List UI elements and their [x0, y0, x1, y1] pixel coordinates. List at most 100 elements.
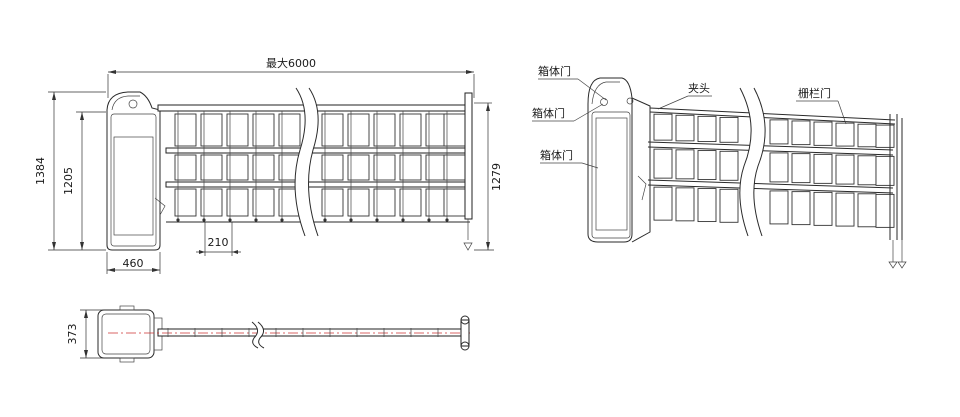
persp-panel [813, 153, 833, 184]
top-view: 373 [66, 305, 470, 363]
grid-panel [174, 113, 197, 147]
callout-box-door-mid: 箱体门 [532, 103, 604, 122]
post-foot [176, 218, 180, 222]
post-foot [280, 218, 284, 222]
grid-panel [252, 154, 275, 181]
dim-height-fence: 1279 [474, 103, 503, 251]
grid-panel [226, 188, 249, 217]
callout-fence-door: 栅栏门 [796, 86, 847, 125]
persp-panel [813, 121, 833, 146]
grid-panel [399, 154, 422, 181]
callout-box-door-mid-text: 箱体门 [532, 106, 565, 120]
end-wheels [460, 315, 470, 351]
callout-box-door-top-text: 箱体门 [538, 64, 571, 78]
grid-panel [226, 113, 249, 147]
post-foot [427, 218, 431, 222]
break-line-front [294, 87, 319, 237]
persp-panel [813, 191, 833, 226]
cabinet-top [97, 305, 163, 363]
dim-box-width: 460 [106, 252, 161, 274]
post-foot [323, 218, 327, 222]
persp-panel [675, 149, 695, 180]
front-elevation: 最大6000 1384 1205 [34, 56, 503, 274]
label-grid-pitch: 210 [208, 236, 229, 249]
persp-panel [857, 123, 877, 148]
end-post [463, 92, 492, 251]
grid-panel [373, 113, 396, 147]
persp-panel [675, 114, 695, 142]
front-grid-panels [166, 111, 470, 223]
callout-box-door-top: 箱体门 [538, 64, 607, 101]
grid-panel [373, 154, 396, 181]
cabinet-front [106, 91, 166, 251]
persp-panel [875, 124, 895, 148]
grid-panel [347, 154, 370, 181]
callout-box-door-front: 箱体门 [540, 148, 599, 169]
cabinet-3d [587, 77, 651, 243]
perspective-grid-panels [653, 113, 895, 228]
persp-panel [769, 190, 789, 225]
grid-panel [252, 188, 275, 217]
persp-panel [653, 148, 673, 179]
persp-panel [875, 193, 895, 228]
grid-panel [200, 188, 223, 217]
post-foot [401, 218, 405, 222]
persp-panel [769, 119, 789, 145]
post-foot [445, 218, 449, 222]
persp-panel [675, 187, 695, 222]
persp-panel [719, 150, 739, 181]
post-foot [202, 218, 206, 222]
grid-panel [321, 188, 344, 217]
top-beam [157, 328, 464, 337]
persp-panel [791, 191, 811, 226]
persp-panel [857, 155, 877, 186]
dim-depth: 373 [66, 309, 108, 359]
persp-panel [835, 192, 855, 227]
post-foot [254, 218, 258, 222]
post-foot [349, 218, 353, 222]
perspective-view: 箱体门 箱体门 箱体门 夹头 栅栏门 [532, 64, 907, 269]
persp-panel [791, 120, 811, 146]
break-line-persp [739, 87, 766, 237]
grid-panel [174, 154, 197, 181]
label-max-length: 最大6000 [266, 56, 316, 70]
persp-panel [835, 154, 855, 185]
post-foot [228, 218, 232, 222]
persp-panel [653, 186, 673, 221]
persp-panel [835, 122, 855, 147]
grid-panel [252, 113, 275, 147]
grid-panel [347, 188, 370, 217]
grid-panel [174, 188, 197, 217]
persp-panel [697, 188, 717, 223]
grid-panel [399, 188, 422, 217]
grid-panel [278, 113, 301, 147]
callout-clamp: 夹头 [657, 82, 712, 110]
callout-box-door-front-text: 箱体门 [540, 148, 573, 162]
dim-grid-pitch: 210 [196, 222, 241, 256]
top-beam-ticks [167, 328, 439, 337]
persp-panel [791, 153, 811, 184]
label-height-total: 1384 [34, 157, 47, 185]
fence-bar-2 [165, 181, 471, 188]
callout-fence-door-text: 栅栏门 [798, 86, 831, 100]
post-foot [375, 218, 379, 222]
label-height-box: 1205 [62, 167, 75, 195]
dim-max-length: 最大6000 [107, 56, 475, 98]
label-depth: 373 [66, 324, 79, 345]
dim-height-box: 1205 [62, 111, 106, 250]
label-box-width: 460 [123, 257, 144, 270]
persp-panel [653, 113, 673, 141]
persp-panel [875, 155, 895, 186]
break-line-top [251, 321, 265, 349]
grid-panel [321, 154, 344, 181]
dim-height-total: 1384 [34, 91, 106, 251]
grid-panel [200, 154, 223, 181]
grid-panel [347, 113, 370, 147]
persp-panel [719, 188, 739, 223]
fence-3d [647, 107, 907, 269]
persp-panel [719, 116, 739, 143]
label-height-fence: 1279 [490, 163, 503, 191]
grid-panel [200, 113, 223, 147]
